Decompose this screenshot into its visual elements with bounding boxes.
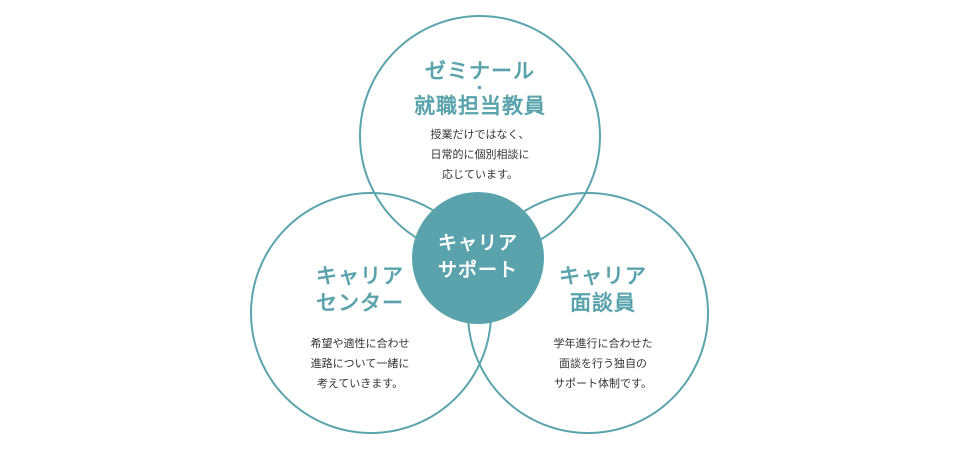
top-title-line2: 就職担当教員	[414, 94, 546, 118]
top-title-line1: ゼミナール	[425, 59, 535, 83]
right-circle-title: キャリア 面談員	[523, 263, 683, 317]
top-desc-line: 日常的に個別相談に	[430, 148, 530, 161]
left-desc-line: 進路について一緒に	[310, 357, 410, 370]
left-desc-line: 希望や適性に合わせ	[310, 337, 410, 350]
right-desc-line: 学年進行に合わせた	[553, 337, 653, 350]
right-title-line1: キャリア	[559, 264, 647, 288]
left-title-line2: センター	[316, 291, 404, 315]
center-hub-circle	[412, 192, 544, 324]
center-hub-label: キャリア サポート	[418, 230, 538, 284]
left-title-line1: キャリア	[316, 264, 404, 288]
left-circle-description: 希望や適性に合わせ 進路について一緒に 考えていきます。	[280, 334, 440, 394]
top-title-separator: ・	[472, 81, 488, 97]
left-circle-title: キャリア センター	[280, 263, 440, 317]
right-desc-line: サポート体制です。	[554, 377, 652, 390]
right-title-line2: 面談員	[570, 291, 636, 315]
center-label-line1: キャリア	[437, 232, 518, 254]
left-desc-line: 考えていきます。	[316, 377, 404, 390]
top-desc-line: 授業だけではなく、	[430, 128, 530, 141]
top-circle-description: 授業だけではなく、 日常的に個別相談に 応じています。	[380, 125, 580, 185]
right-circle-description: 学年進行に合わせた 面談を行う独自の サポート体制です。	[523, 334, 683, 394]
top-desc-line: 応じています。	[442, 168, 518, 181]
right-desc-line: 面談を行う独自の	[559, 357, 647, 370]
top-circle-title: ゼミナール ・ 就職担当教員	[380, 58, 580, 120]
center-label-line2: サポート	[437, 259, 518, 281]
